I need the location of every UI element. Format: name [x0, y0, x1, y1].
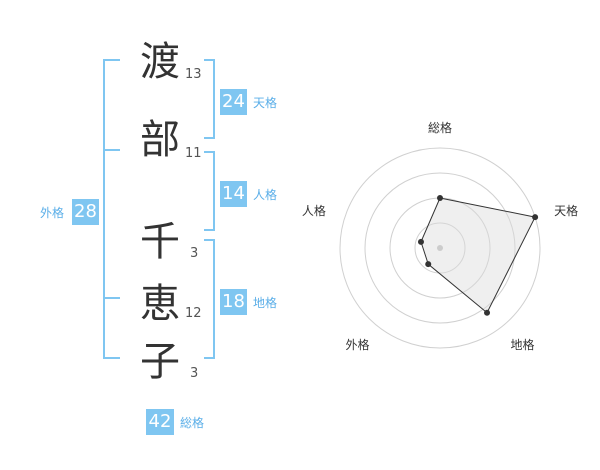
radar-point-3 [484, 309, 491, 316]
stroke-count-3: 3 [190, 246, 199, 261]
stroke-count-5: 3 [190, 366, 199, 381]
radar-axis-label-2: 天格 [554, 203, 578, 218]
gaikaku-label: 外格 [40, 206, 65, 220]
radar-axis-label-1: 総格 [428, 120, 452, 135]
name-char-2: 部 [140, 117, 180, 163]
radar-axis-label-4: 外格 [345, 337, 369, 352]
radar-ring-1 [414, 222, 466, 274]
name-char-4: 恵 [140, 281, 180, 327]
stroke-count-1: 13 [185, 67, 202, 82]
chikaku-badge: 18 [220, 289, 247, 315]
radar-axis-label-3: 地格 [511, 337, 535, 352]
name-char-3: 千 [140, 219, 180, 265]
tenkaku-badge: 24 [220, 89, 247, 115]
radar-point-4 [425, 261, 432, 268]
jinkaku-bracket [204, 151, 215, 231]
radar-ring-3 [364, 172, 516, 324]
gaikaku-bracket [103, 59, 120, 359]
jinkaku-badge: 14 [220, 181, 247, 207]
chikaku-bracket [204, 239, 215, 359]
jinkaku-label: 人格 [253, 188, 278, 202]
name-char-1: 渡 [140, 39, 180, 85]
gaikaku-badge: 28 [72, 199, 99, 225]
radar-center-dot [437, 245, 443, 251]
name-char-5: 子 [140, 339, 180, 385]
radar-area [420, 197, 536, 314]
radar-ring-4 [339, 147, 541, 349]
radar-point-2 [532, 214, 539, 221]
soukaku-label: 総格 [180, 416, 205, 430]
radar-point-5 [417, 238, 424, 245]
tenkaku-bracket [204, 59, 215, 139]
radar-axis-label-5: 人格 [302, 203, 326, 218]
chikaku-label: 地格 [253, 296, 278, 310]
stroke-count-2: 11 [185, 146, 202, 161]
stroke-count-4: 12 [185, 306, 202, 321]
radar-point-1 [437, 195, 443, 201]
tenkaku-label: 天格 [253, 96, 278, 110]
soukaku-badge: 42 [146, 409, 174, 435]
brackets [103, 59, 215, 359]
